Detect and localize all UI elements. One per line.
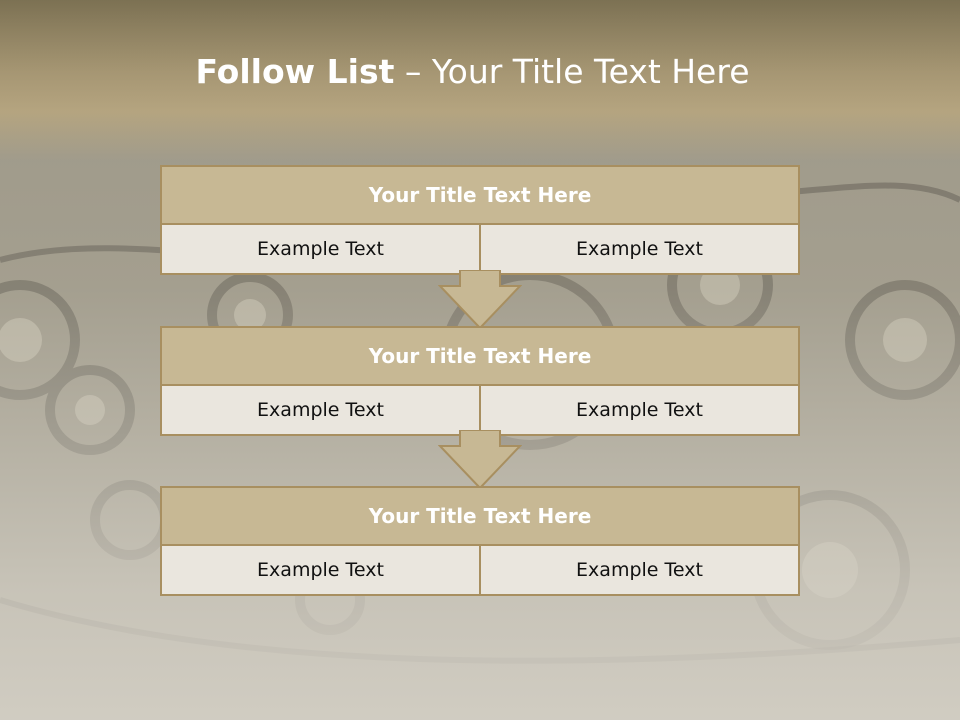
block-cell-left: Example Text: [162, 546, 479, 594]
title-subtitle: – Your Title Text Here: [404, 52, 750, 91]
block-title: Your Title Text Here: [162, 328, 798, 386]
block-title: Your Title Text Here: [162, 167, 798, 225]
list-block-3: Your Title Text Here Example Text Exampl…: [160, 486, 800, 596]
slide-title: Follow List – Your Title Text Here: [0, 52, 945, 91]
block-cells: Example Text Example Text: [162, 225, 798, 273]
block-cell-left: Example Text: [162, 386, 479, 434]
list-block-2: Your Title Text Here Example Text Exampl…: [160, 326, 800, 436]
down-arrow-icon: [438, 270, 522, 330]
block-cells: Example Text Example Text: [162, 386, 798, 434]
down-arrow-icon: [438, 430, 522, 490]
block-cell-right: Example Text: [479, 225, 798, 273]
block-cell-right: Example Text: [479, 386, 798, 434]
block-cells: Example Text Example Text: [162, 546, 798, 594]
block-cell-right: Example Text: [479, 546, 798, 594]
list-block-1: Your Title Text Here Example Text Exampl…: [160, 165, 800, 275]
block-title: Your Title Text Here: [162, 488, 798, 546]
title-bold: Follow List: [195, 52, 395, 91]
block-cell-left: Example Text: [162, 225, 479, 273]
